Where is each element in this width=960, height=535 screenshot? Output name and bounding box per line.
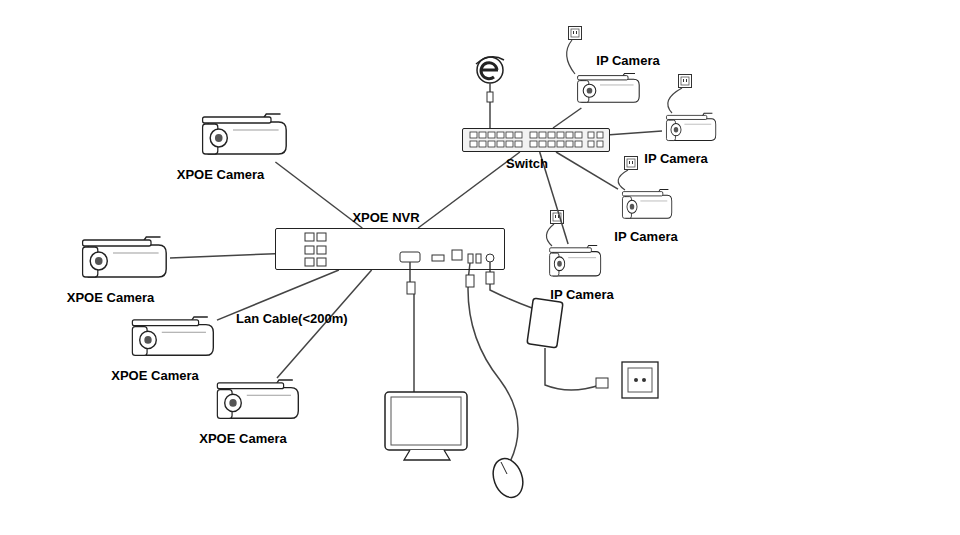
cable-plug [487,92,493,102]
network-cable [170,254,275,258]
network-cable [418,152,520,228]
node-label: IP Camera [614,229,677,244]
cable-plug [407,282,415,294]
power-cable [545,348,600,390]
internet-cable [489,83,491,128]
camera-icon [132,317,213,355]
power-adapter [527,298,563,348]
xpoe-camera: XPOE Camera [75,235,170,285]
wall-socket [634,378,638,382]
mouse [488,454,528,501]
internet-icon [476,57,504,64]
internet-icon [481,63,498,79]
node-label: XPOE Camera [199,431,286,446]
node-label: IP Camera [644,151,707,166]
ip-camera: IP Camera [618,188,674,224]
internet-icon [477,57,503,83]
node-label: Switch [506,156,548,171]
camera-icon [203,114,287,154]
power-cord [668,88,682,113]
wall-outlet [569,27,582,40]
camera-icon [83,237,167,277]
monitor-screen [391,397,461,445]
xpoe-camera: XPOE Camera [195,112,290,162]
power-cable [490,262,532,308]
camera-icon [217,380,298,418]
switch-box: Switch [462,128,610,152]
switch-body [462,128,610,152]
wall-socket [642,378,646,382]
network-cable [275,162,362,228]
camera-icon [622,189,671,218]
camera-icon [578,73,640,102]
switch-ports [470,132,603,147]
mouse [501,462,507,474]
node-label: IP Camera [550,287,613,302]
wall-socket [628,368,652,392]
network-cable [553,108,581,128]
node-label: XPOE Camera [177,167,264,182]
xpoe-camera: XPOE Camera [125,315,217,363]
cable-plug [486,272,494,284]
wall-socket [622,362,658,398]
ip-camera: IP Camera [545,244,603,282]
camera-icon [666,113,715,140]
power-cord [546,224,554,246]
wall-outlet [625,157,638,170]
power-cord [567,40,575,74]
xpoe-camera: XPOE Camera [210,378,302,426]
monitor-stand [404,450,450,460]
ip-camera: IP Camera [572,72,642,108]
cable-plug [466,275,474,287]
ip-camera: IP Camera [662,112,718,146]
cable-note: Lan Cable(<200m) [236,311,348,326]
network-cable [610,131,662,135]
usb-cable [468,263,518,462]
node-label: XPOE Camera [67,290,154,305]
wall-outlet [679,75,692,88]
node-label: IP Camera [596,53,659,68]
nvr-ports [305,233,494,266]
camera-icon [550,246,601,276]
power-plug [596,378,608,388]
network-cable [556,152,618,189]
nvr-box: XPOE NVR [275,228,505,270]
monitor [385,392,467,450]
node-label: XPOE Camera [111,368,198,383]
node-label: XPOE NVR [352,210,419,225]
power-cord [618,170,628,190]
